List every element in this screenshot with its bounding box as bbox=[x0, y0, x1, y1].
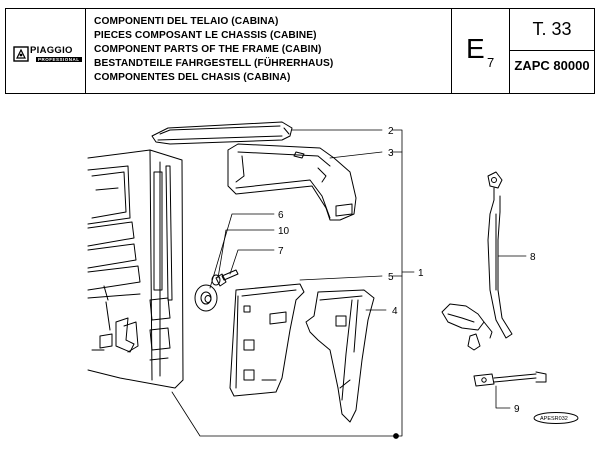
logo-cell: PIAGGIO PROFESSIONAL bbox=[6, 9, 86, 93]
leader-lines bbox=[171, 129, 527, 437]
callout-10: 10 bbox=[278, 226, 290, 237]
callout-9: 9 bbox=[514, 404, 520, 415]
callout-numbers: 1 2 3 4 5 6 7 8 9 10 APESR032 bbox=[278, 126, 568, 422]
part-2-roof-panel bbox=[151, 121, 293, 145]
title-german: BESTANDTEILE FAHRGESTELL (FÜHRERHAUS) bbox=[94, 58, 334, 69]
reference-cell: T. 33 ZAPC 80000 bbox=[510, 9, 594, 93]
title-french: PIECES COMPOSANT LE CHASSIS (CABINE) bbox=[94, 30, 317, 41]
callout-2: 2 bbox=[388, 126, 394, 137]
cabin-side-frame bbox=[87, 149, 184, 389]
callout-1: 1 bbox=[418, 268, 424, 279]
callout-4: 4 bbox=[392, 306, 398, 317]
callout-7: 7 bbox=[278, 246, 284, 257]
callout-8: 8 bbox=[530, 252, 536, 263]
brand-subtitle: PROFESSIONAL bbox=[36, 57, 82, 62]
part-3-upper-trim bbox=[227, 143, 357, 221]
part-9-buckle bbox=[473, 371, 547, 387]
callout-6: 6 bbox=[278, 210, 284, 221]
group-code: E 7 bbox=[452, 9, 510, 93]
callout-5: 5 bbox=[388, 272, 394, 283]
part-6-grommet bbox=[194, 284, 218, 312]
table-number: T. 33 bbox=[510, 9, 594, 51]
model-code: ZAPC 80000 bbox=[514, 58, 590, 73]
part-8-seat-belt bbox=[441, 171, 513, 351]
group-letter: E bbox=[466, 33, 485, 64]
title-spanish: COMPONENTES DEL CHASIS (CABINA) bbox=[94, 72, 291, 83]
piaggio-logo-mark bbox=[13, 46, 29, 62]
drawing-stamp-code: APESR032 bbox=[540, 416, 568, 422]
multilingual-title: COMPONENTI DEL TELAIO (CABINA) PIECES CO… bbox=[86, 9, 452, 93]
brand-name: PIAGGIO bbox=[30, 45, 73, 56]
assembly-reference-dot bbox=[393, 433, 399, 439]
group-number: 7 bbox=[487, 55, 495, 70]
callout-3: 3 bbox=[388, 148, 394, 159]
title-italian: COMPONENTI DEL TELAIO (CABINA) bbox=[94, 16, 279, 27]
part-4-side-panel bbox=[305, 289, 375, 423]
title-english: COMPONENT PARTS OF THE FRAME (CABIN) bbox=[94, 44, 322, 55]
title-block: PIAGGIO PROFESSIONAL COMPONENTI DEL TELA… bbox=[5, 8, 595, 94]
drawing-stamp-outline bbox=[533, 412, 579, 424]
part-5-lower-panel bbox=[229, 283, 305, 397]
